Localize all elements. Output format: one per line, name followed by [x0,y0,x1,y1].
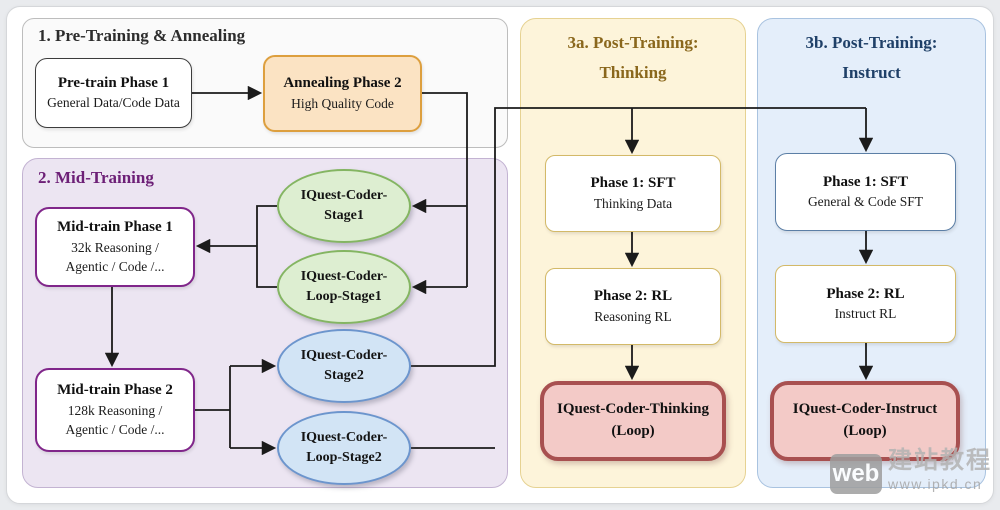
watermark-site-name: 建站教程 [888,448,992,474]
ellipse-line1: IQuest-Coder- [300,430,388,446]
section-title-instruct-line1: 3b. Post-Training: [805,33,938,52]
section-title-instruct-line2: Instruct [842,63,901,82]
watermark-url: www.ipkd.cn [888,476,983,492]
ellipse-label: IQuest-Coder- Stage2 [301,346,388,385]
node-annealing-phase2: Annealing Phase 2 High Quality Code [263,55,422,132]
node-iquest-coder-thinking-loop: IQuest-Coder-Thinking (Loop) [540,381,726,461]
section-title-thinking-line2: Thinking [599,63,667,82]
node-line2: 32k Reasoning / [71,239,159,255]
node-title-line1: IQuest-Coder-Instruct [792,401,938,418]
ellipse-line1: IQuest-Coder- [300,269,388,285]
ellipse-line1: IQuest-Coder- [300,348,388,364]
section-title-thinking: 3a. Post-Training: Thinking [520,28,746,88]
node-subtitle: Instruct RL [834,306,897,322]
ellipse-label: IQuest-Coder- Loop-Stage1 [301,267,388,306]
ellipse-line2: Stage2 [324,368,364,383]
ellipse-line1: IQuest-Coder- [300,188,388,204]
section-title-thinking-line1: 3a. Post-Training: [567,33,699,52]
node-title: Phase 2: RL [826,285,905,302]
node-pretrain-phase1: Pre-train Phase 1 General Data/Code Data [35,58,192,128]
node-line3: Agentic / Code /... [65,258,165,274]
node-iquest-coder-stage1: IQuest-Coder- Stage1 [277,169,411,243]
node-title: Phase 1: SFT [822,173,908,190]
section-title-instruct: 3b. Post-Training: Instruct [757,28,986,88]
node-iquest-coder-loop-stage2: IQuest-Coder- Loop-Stage2 [277,411,411,485]
node-thinking-phase1-sft: Phase 1: SFT Thinking Data [545,155,721,232]
node-title: Annealing Phase 2 [283,75,402,92]
node-iquest-coder-loop-stage1: IQuest-Coder- Loop-Stage1 [277,250,411,324]
section-title-midtraining: 2. Mid-Training [38,168,154,187]
node-subtitle: General Data/Code Data [47,95,180,111]
ellipse-line2: Stage1 [324,208,364,223]
node-midtrain-phase2: Mid-train Phase 2 128k Reasoning / Agent… [35,368,195,452]
node-line2: 128k Reasoning / [67,402,163,418]
node-thinking-phase2-rl: Phase 2: RL Reasoning RL [545,268,721,345]
node-title-line2: (Loop) [611,423,655,439]
ellipse-label: IQuest-Coder- Stage1 [301,186,388,225]
node-title: Phase 1: SFT [590,175,676,192]
watermark-web-badge: web [830,454,882,494]
section-title-pretraining: 1. Pre-Training & Annealing [38,26,246,45]
ellipse-line2: Loop-Stage2 [306,450,382,465]
node-iquest-coder-stage2: IQuest-Coder- Stage2 [277,329,411,403]
node-subtitle: Thinking Data [593,195,673,211]
ellipse-line2: Loop-Stage1 [306,289,382,304]
node-title: Mid-train Phase 1 [57,219,173,236]
watermark: web 建站教程 www.ipkd.cn [830,446,992,494]
node-instruct-phase2-rl: Phase 2: RL Instruct RL [775,265,956,343]
node-title: Pre-train Phase 1 [57,74,170,91]
node-subtitle: General & Code SFT [807,194,924,210]
ellipse-label: IQuest-Coder- Loop-Stage2 [301,428,388,467]
node-title-line1: IQuest-Coder-Thinking [557,401,709,418]
node-title-line2: (Loop) [843,423,887,439]
node-midtrain-phase1: Mid-train Phase 1 32k Reasoning / Agenti… [35,207,195,287]
node-title: Mid-train Phase 2 [57,382,173,399]
node-title: Phase 2: RL [593,288,673,305]
watermark-text-block: 建站教程 www.ipkd.cn [888,446,992,492]
node-instruct-phase1-sft: Phase 1: SFT General & Code SFT [775,153,956,231]
node-subtitle: Reasoning RL [594,308,672,324]
node-line3: Agentic / Code /... [65,421,165,437]
node-subtitle: High Quality Code [291,95,394,111]
